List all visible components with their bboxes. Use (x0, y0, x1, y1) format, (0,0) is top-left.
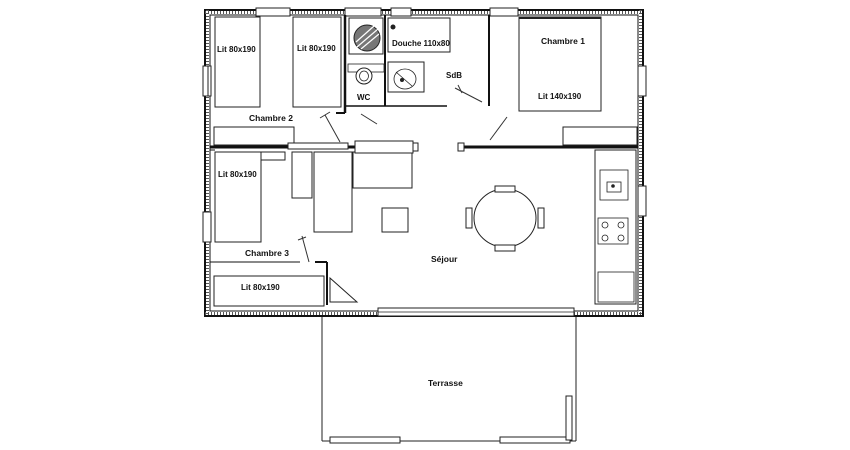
bed-single-3 (214, 151, 262, 243)
wc-room (347, 63, 385, 85)
bed-double (518, 16, 602, 112)
fridge (597, 271, 635, 303)
shower (348, 17, 451, 55)
bedroom-2 (207, 16, 349, 150)
cooktop (597, 217, 629, 245)
room-label-chambre1: Chambre 1 (541, 36, 585, 46)
bed-label-c1: Lit 140x190 (538, 92, 582, 101)
room-label-chambre2: Chambre 2 (249, 113, 293, 123)
washbasin (387, 61, 425, 93)
dining-table (473, 188, 537, 248)
windows (202, 7, 647, 317)
room-label-wc: WC (357, 93, 371, 102)
wardrobe (213, 126, 295, 146)
shower-label: Douche 110x80 (392, 39, 450, 48)
kitchen (594, 149, 637, 305)
bedroom-3 (213, 151, 325, 307)
room-label-terrasse: Terrasse (428, 378, 463, 388)
doors (297, 84, 508, 263)
room-label-sdb: SdB (446, 71, 462, 80)
bed-label-c2-a: Lit 80x190 (217, 45, 256, 54)
bed-single-4 (213, 275, 325, 307)
terrace (321, 316, 577, 444)
bed-label-c3-b: Lit 80x190 (241, 283, 280, 292)
room-label-chambre3: Chambre 3 (245, 248, 289, 258)
wardrobe-1 (562, 126, 638, 146)
sink (599, 169, 629, 201)
living-room (313, 140, 545, 303)
toilet (355, 67, 373, 85)
bed-label-c3-a: Lit 80x190 (218, 170, 257, 179)
bedroom-1 (518, 16, 638, 146)
sofa-back (352, 151, 413, 189)
bed-single-1 (214, 16, 261, 108)
room-label-sejour: Séjour (431, 254, 458, 264)
coffee-table (381, 207, 409, 233)
bed-single-2 (292, 16, 342, 108)
bed-label-c2-b: Lit 80x190 (297, 44, 336, 53)
sofa-side (313, 151, 353, 233)
